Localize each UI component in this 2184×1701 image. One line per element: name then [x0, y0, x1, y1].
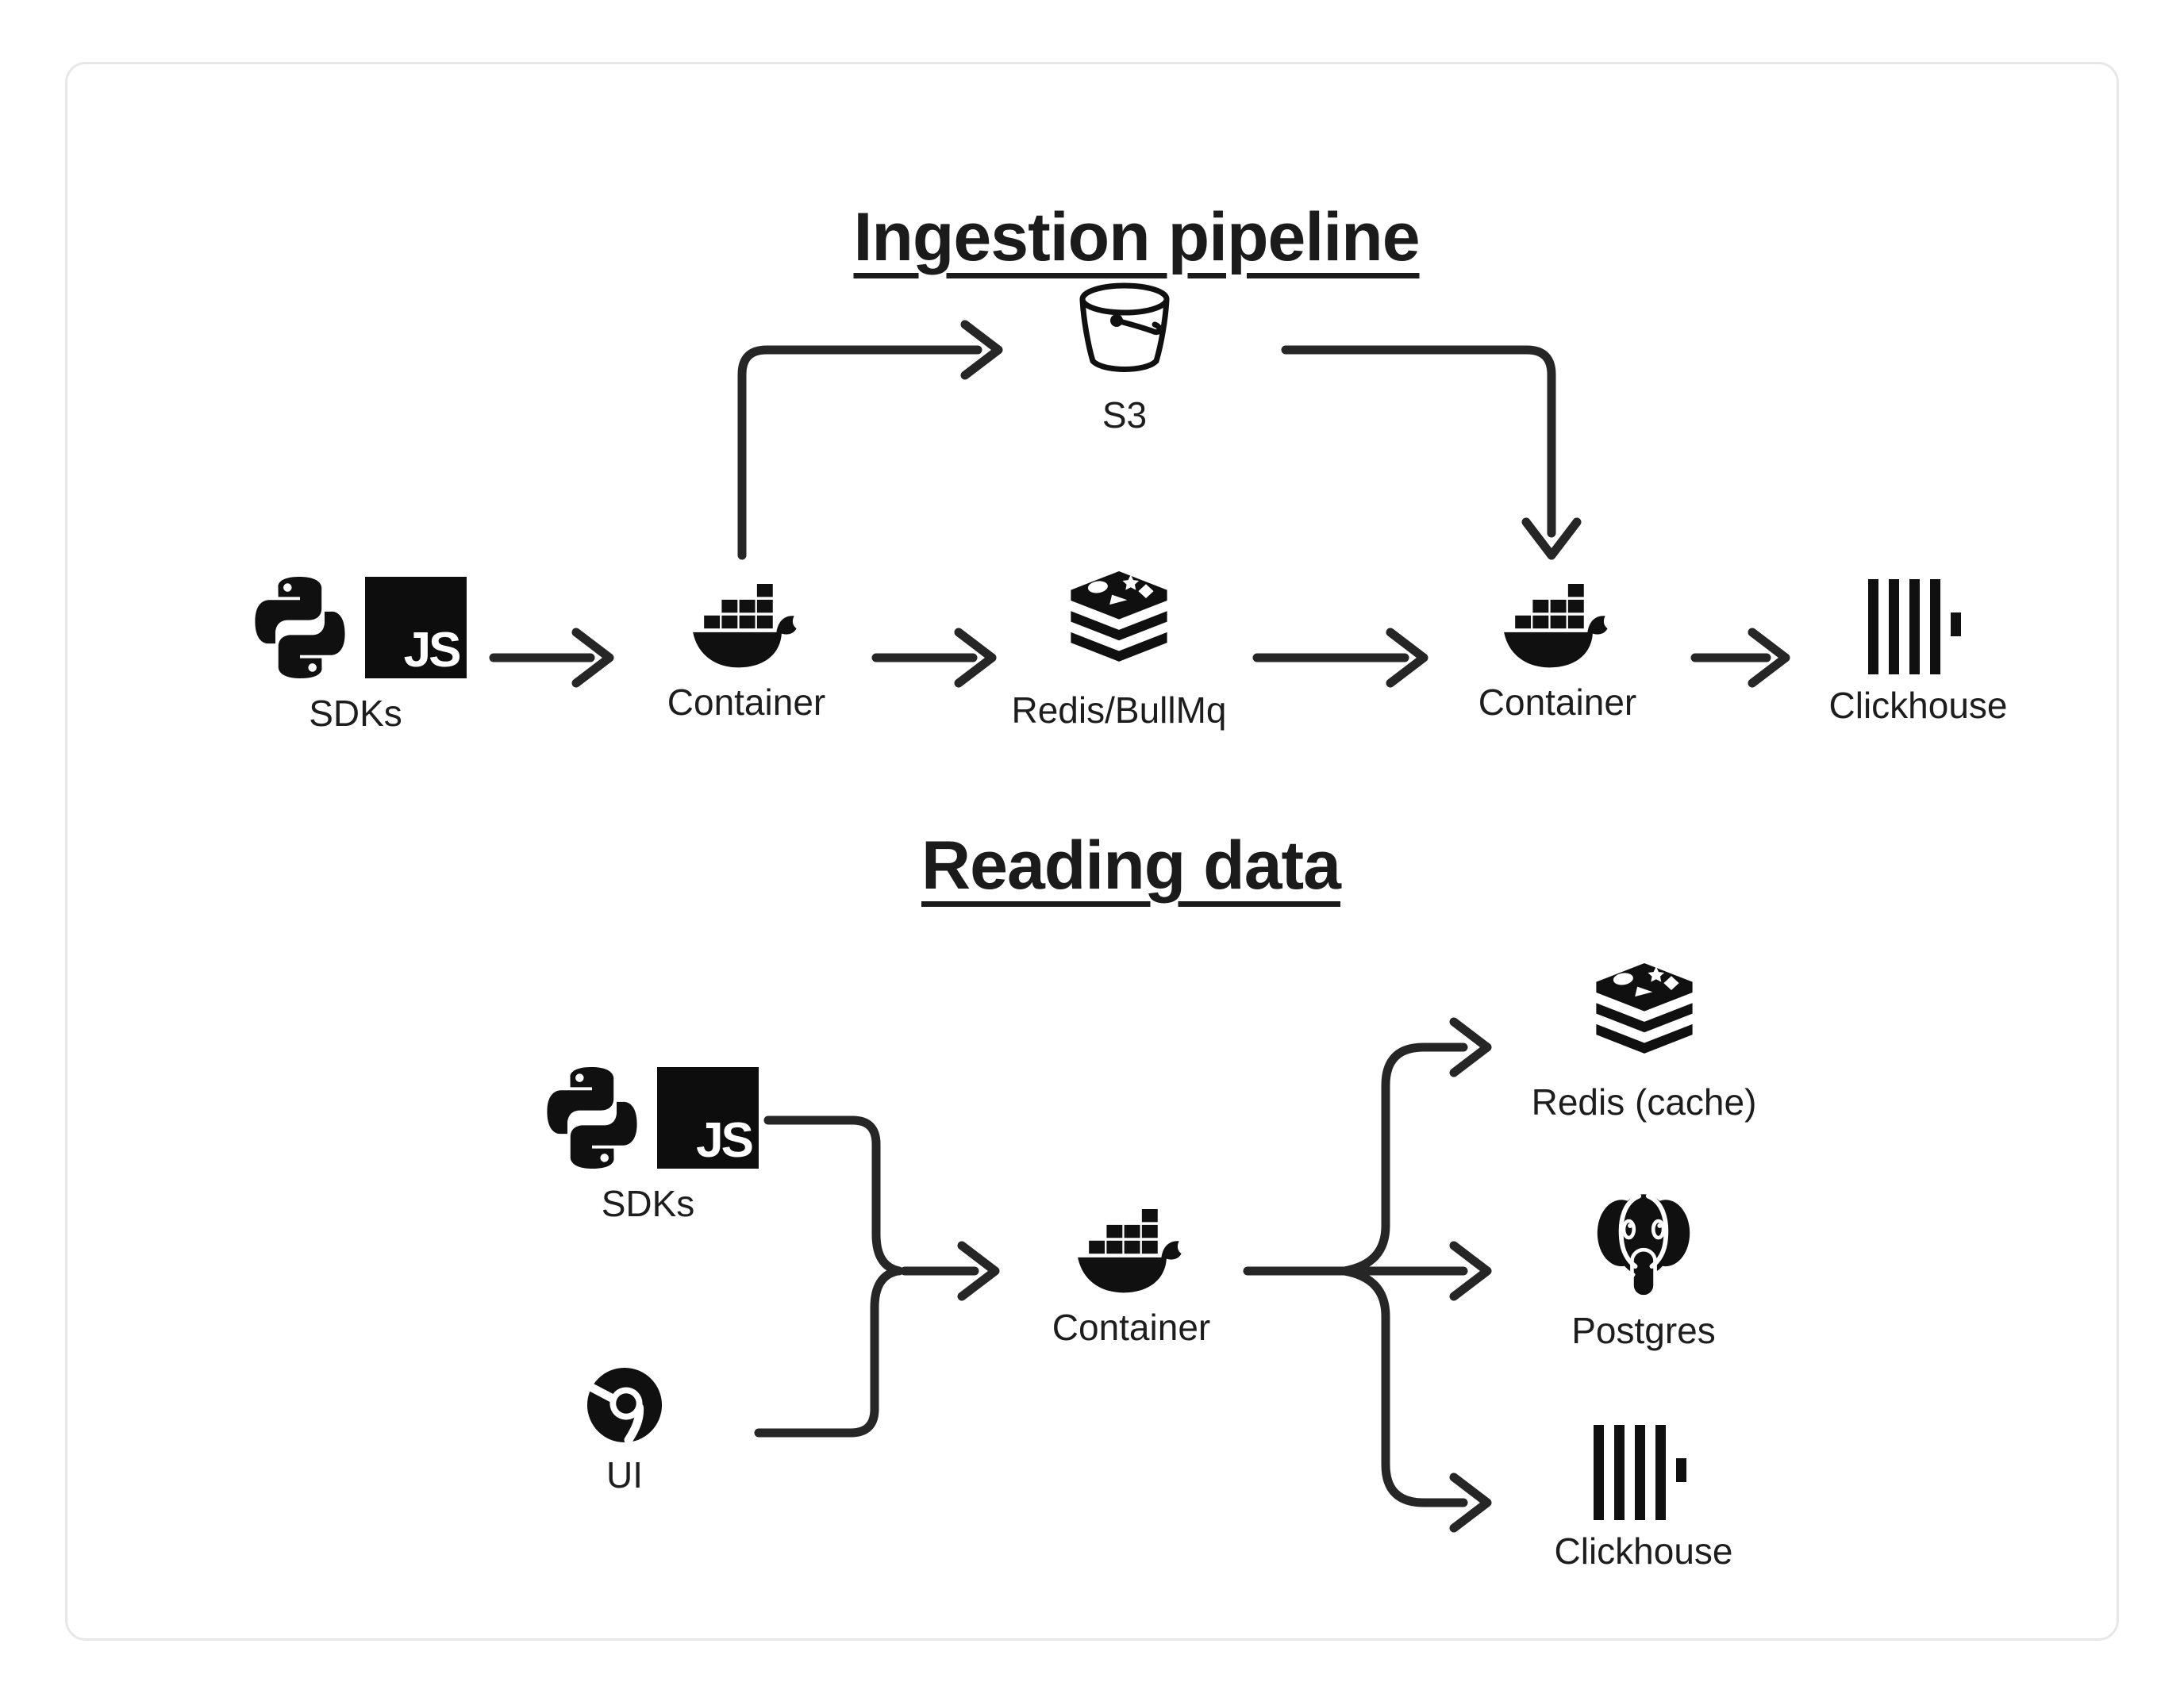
node-label: Container	[1478, 682, 1637, 723]
node-label: Container	[1052, 1307, 1211, 1348]
node-reading-postgres: Postgres	[1552, 1187, 1735, 1352]
node-reading-container: Container	[1042, 1209, 1221, 1349]
redis-icon	[1595, 963, 1693, 1054]
diagram-card	[65, 62, 2119, 1641]
node-ingestion-sdks: JS SDKs	[236, 573, 475, 735]
clickhouse-icon	[1868, 579, 1961, 674]
node-reading-sdks: JS SDKs	[527, 1063, 769, 1225]
javascript-icon: JS	[657, 1067, 759, 1169]
node-reading-redis-cache: Redis (cache)	[1532, 963, 1756, 1123]
ingestion-title: Ingestion pipeline	[853, 199, 1420, 275]
node-ingestion-container-in: Container	[657, 584, 836, 724]
s3-bucket-icon	[1079, 282, 1170, 372]
node-ingestion-redis: Redis/BullMq	[1012, 571, 1227, 731]
node-label: UI	[606, 1454, 643, 1496]
docker-icon	[692, 584, 797, 668]
node-ingestion-clickhouse: Clickhouse	[1817, 579, 2019, 727]
node-reading-clickhouse: Clickhouse	[1543, 1425, 1744, 1572]
reading-title: Reading data	[921, 827, 1341, 904]
node-label: SDKs	[309, 693, 402, 734]
node-ingestion-s3: S3	[1068, 279, 1181, 436]
javascript-icon: JS	[364, 577, 467, 678]
node-label: Postgres	[1571, 1310, 1716, 1351]
node-label: S3	[1102, 394, 1148, 436]
chrome-icon	[586, 1367, 663, 1444]
node-label: Clickhouse	[1828, 685, 2008, 726]
python-icon	[547, 1067, 637, 1169]
node-label: Redis (cache)	[1531, 1081, 1757, 1123]
node-ingestion-container-worker: Container	[1468, 584, 1647, 724]
sdks-icons: JS	[537, 1063, 759, 1173]
node-label: SDKs	[601, 1183, 695, 1224]
docker-icon	[1077, 1209, 1182, 1293]
redis-icon	[1071, 571, 1167, 662]
node-reading-ui: UI	[567, 1366, 682, 1496]
sdks-icons: JS	[245, 573, 467, 682]
node-label: Redis/BullMq	[1011, 689, 1227, 731]
node-label: Container	[667, 682, 826, 723]
docker-icon	[1503, 584, 1608, 668]
python-icon	[254, 577, 345, 678]
postgres-icon	[1597, 1193, 1690, 1299]
clickhouse-icon	[1594, 1425, 1686, 1520]
node-label: Clickhouse	[1554, 1530, 1733, 1572]
